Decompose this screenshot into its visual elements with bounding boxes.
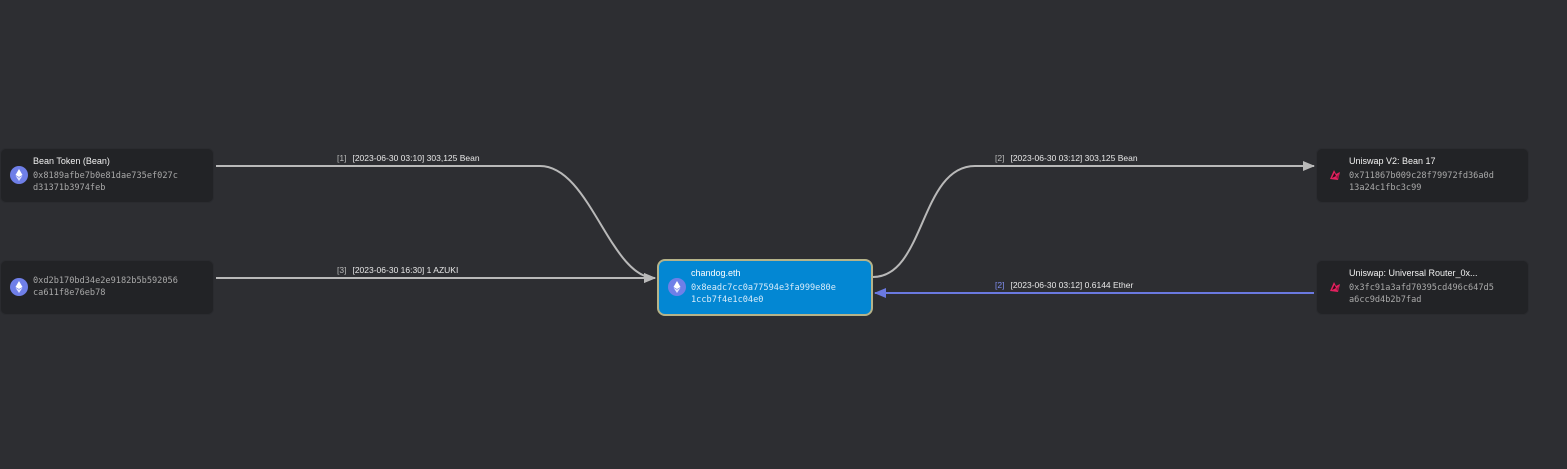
edge-index: [1] — [337, 153, 347, 163]
node-bean-token[interactable]: Bean Token (Bean) 0x8189afbe7b0e81dae735… — [0, 148, 214, 203]
edge-label-2-ether: [2] [2023-06-30 03:12] 0.6144 Ether — [995, 280, 1133, 290]
node-uniswap-router[interactable]: Uniswap: Universal Router_0x... 0x3fc91a… — [1316, 260, 1529, 315]
ethereum-icon — [10, 278, 28, 296]
node-address: 0xd2b170bd34e2e9182b5b592056ca611f8e76eb… — [33, 276, 178, 298]
node-address: 0x3fc91a3afd70395cd496c647d5a6cc9d4b2b7f… — [1349, 283, 1494, 305]
edge-label-3: [3] [2023-06-30 16:30] 1 AZUKI — [337, 265, 458, 275]
node-center-chandog[interactable]: chandog.eth 0x8eadc7cc0a77594e3fa999e80e… — [657, 259, 873, 316]
ethereum-icon — [668, 278, 686, 296]
edge-index: [3] — [337, 265, 347, 275]
edge-index: [2] — [995, 153, 1005, 163]
edge-center-to-uniswap-v2[interactable] — [872, 161, 1315, 278]
uniswap-icon — [1326, 166, 1344, 184]
ethereum-icon — [10, 166, 28, 184]
node-name: Uniswap V2: Bean 17 — [1349, 156, 1436, 166]
node-name: Bean Token (Bean) — [33, 156, 110, 166]
edge-index: [2] — [995, 280, 1005, 290]
node-address: 0x711867b009c28f79972fd36a0d13a24c1fbc3c… — [1349, 171, 1494, 193]
edge-text: [2023-06-30 03:12] 0.6144 Ether — [1010, 280, 1134, 290]
node-wallet[interactable]: 0xd2b170bd34e2e9182b5b592056ca611f8e76eb… — [0, 260, 214, 315]
edge-text: [2023-06-30 03:12] 303,125 Bean — [1010, 153, 1138, 163]
node-address: 0x8eadc7cc0a77594e3fa999e80e1ccb7f4e1c04… — [691, 283, 836, 305]
node-name: Uniswap: Universal Router_0x... — [1349, 268, 1478, 278]
edge-bean-to-center[interactable] — [216, 165, 656, 283]
node-uniswap-v2[interactable]: Uniswap V2: Bean 17 0x711867b009c28f7997… — [1316, 148, 1529, 203]
uniswap-icon — [1326, 278, 1344, 296]
edge-label-2-bean: [2] [2023-06-30 03:12] 303,125 Bean — [995, 153, 1138, 163]
edge-label-1: [1] [2023-06-30 03:10] 303,125 Bean — [337, 153, 480, 163]
node-name: chandog.eth — [691, 268, 741, 278]
edge-text: [2023-06-30 16:30] 1 AZUKI — [352, 265, 459, 275]
edge-text: [2023-06-30 03:10] 303,125 Bean — [352, 153, 480, 163]
node-address: 0x8189afbe7b0e81dae735ef027cd31371b3974f… — [33, 171, 178, 193]
